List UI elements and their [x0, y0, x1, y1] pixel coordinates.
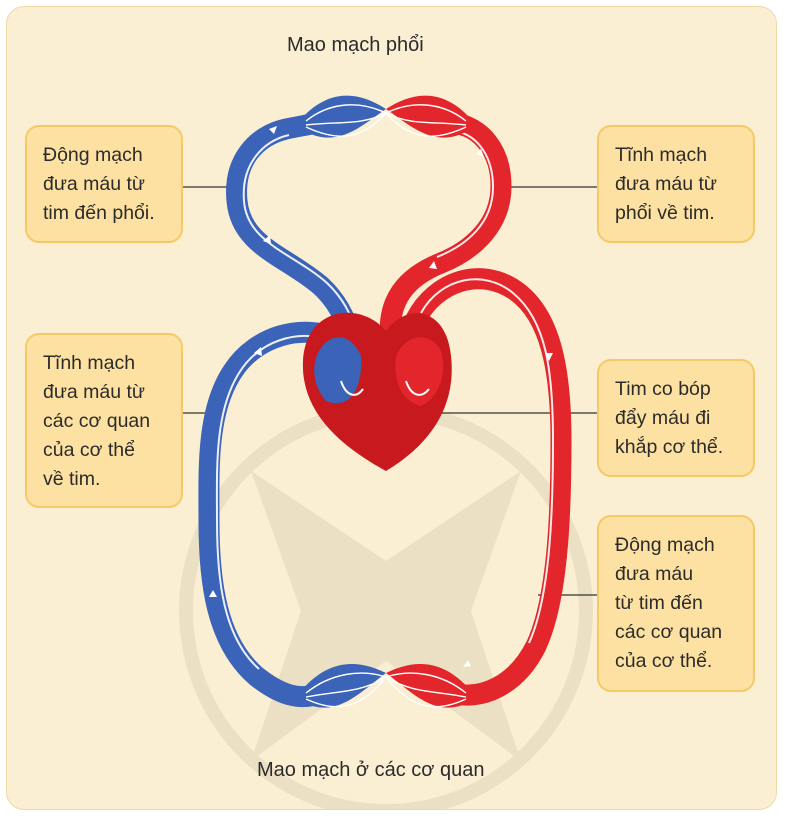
label-heart: Tim co bóp đẩy máu đi khắp cơ thể. — [597, 359, 755, 477]
label-line: Tĩnh mạch — [43, 352, 136, 374]
heart — [302, 312, 452, 471]
label-line: phổi về tim. — [615, 202, 715, 224]
lung-capillary-bed — [301, 95, 471, 138]
label-line: của cơ thể. — [615, 650, 713, 672]
label-line: từ tim đến — [615, 592, 703, 614]
label-line: tim đến phổi. — [43, 202, 155, 224]
label-line: đưa máu từ — [43, 381, 145, 403]
diagram-frame: Mao mạch phổi Mao mạch ở các cơ quan Độn… — [6, 6, 777, 810]
body-capillaries-title: Mao mạch ở các cơ quan — [257, 759, 485, 781]
label-line: các cơ quan — [43, 410, 151, 432]
label-pulmonary-artery: Động mạch đưa máu từ tim đến phổi. — [25, 125, 183, 243]
label-line: đưa máu — [615, 563, 694, 585]
circulation-diagram — [179, 95, 597, 809]
body-capillary-bed — [301, 664, 471, 708]
flow-arrows — [209, 126, 553, 667]
label-line: Động mạch — [615, 534, 715, 556]
lung-capillaries-title: Mao mạch phổi — [287, 34, 424, 56]
label-line: của cơ thể — [43, 439, 135, 461]
label-systemic-artery: Động mạch đưa máu từ tim đến các cơ quan… — [597, 515, 755, 692]
label-systemic-vein: Tĩnh mạch đưa máu từ các cơ quan của cơ … — [25, 333, 183, 508]
label-line: khắp cơ thể. — [615, 436, 724, 458]
label-line: Tim co bóp — [615, 378, 711, 400]
label-line: Tĩnh mạch — [615, 144, 708, 166]
systemic-vein — [198, 321, 350, 708]
label-line: Động mạch — [43, 144, 143, 166]
label-pulmonary-vein: Tĩnh mạch đưa máu từ phổi về tim. — [597, 125, 755, 243]
label-line: đưa máu từ — [43, 173, 145, 195]
label-line: đẩy máu đi — [615, 407, 711, 429]
label-line: các cơ quan — [615, 621, 723, 643]
label-line: đưa máu từ — [615, 173, 717, 195]
systemic-artery — [405, 268, 572, 706]
label-line: về tim. — [43, 468, 101, 490]
